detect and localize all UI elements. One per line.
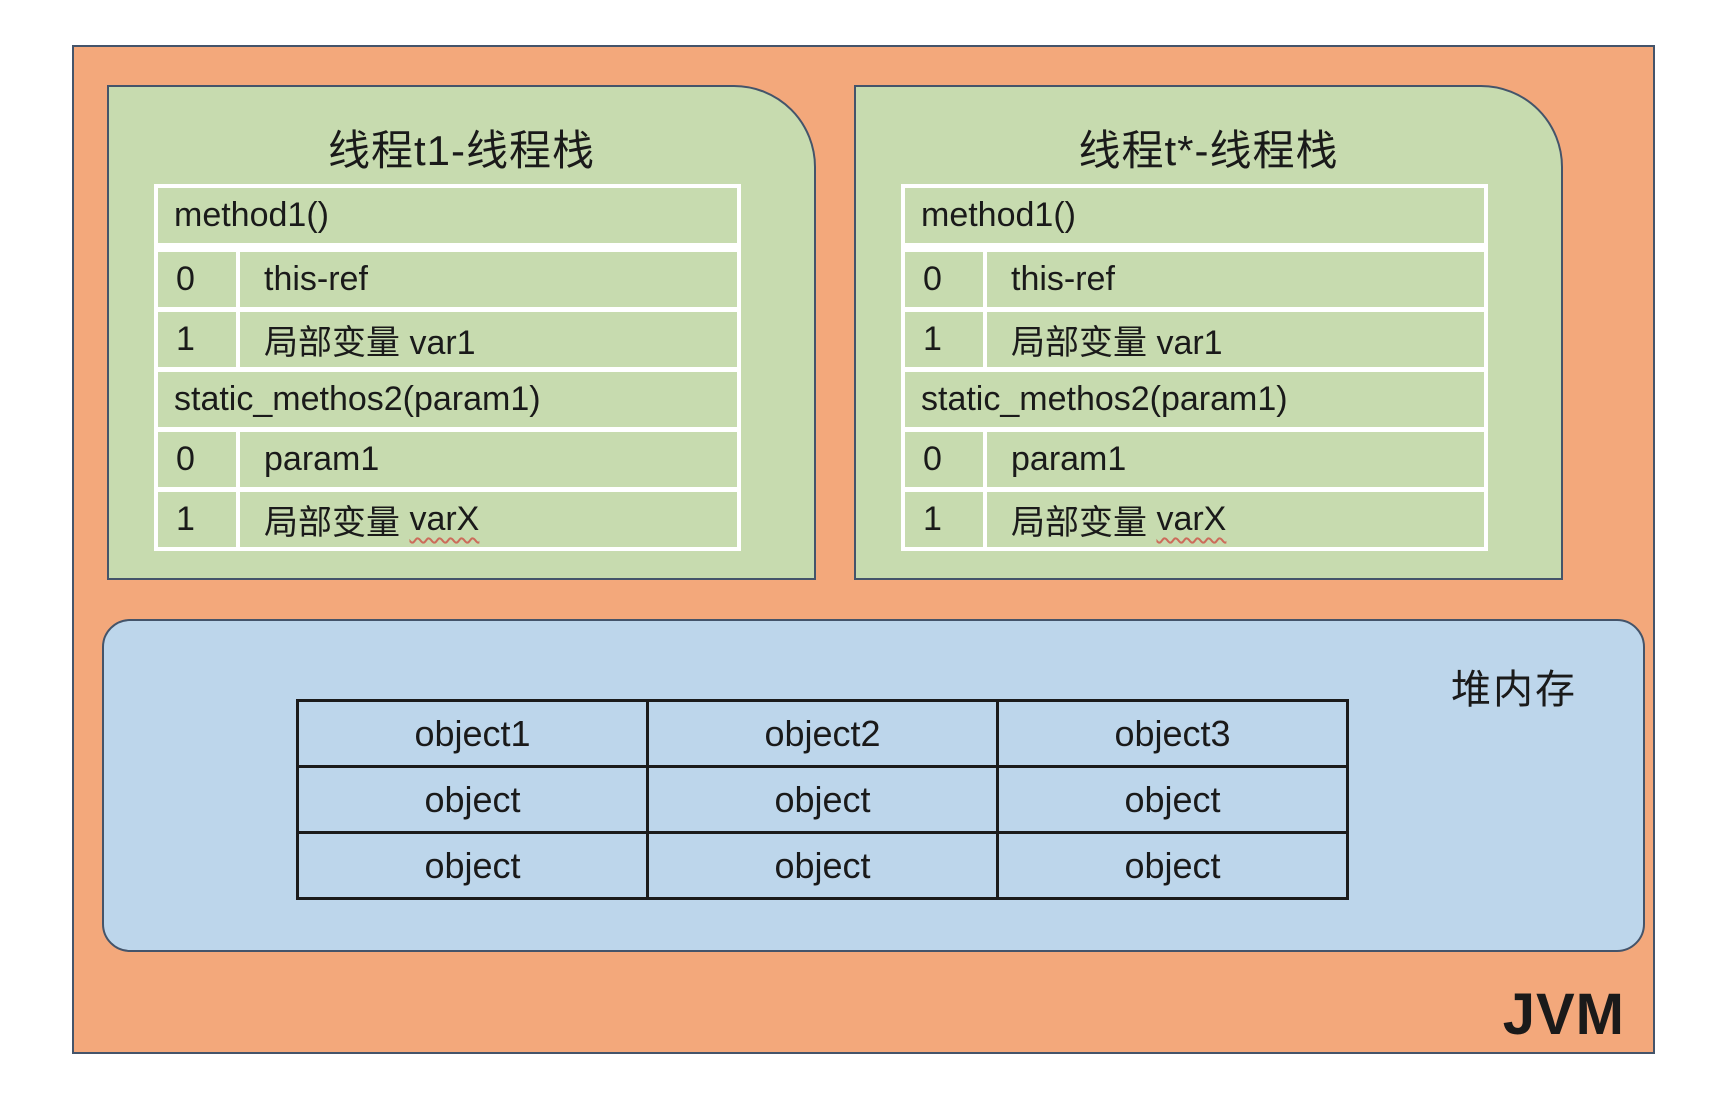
local-slot-row: 0 this-ref xyxy=(158,252,737,307)
slot-index: 0 xyxy=(905,432,983,487)
local-slot-row: 0 param1 xyxy=(158,432,737,487)
thread-stack-tstar-title: 线程t*-线程栈 xyxy=(1078,127,1339,174)
slot-index: 1 xyxy=(905,492,983,547)
slot-value-text: this-ref xyxy=(264,260,368,298)
slot-index: 1 xyxy=(905,312,983,367)
heap-cell: object xyxy=(296,765,649,834)
slot-value-text: 局部变量 xyxy=(1011,504,1157,542)
slot-value-text: 局部变量 var1 xyxy=(264,324,476,362)
slot-value-text: 局部变量 xyxy=(264,504,410,542)
heap-object-table: object1 object2 object3 object object ob… xyxy=(296,699,1349,900)
heap-cell: object1 xyxy=(296,699,649,768)
heap-cell: object xyxy=(646,831,999,900)
heap-cell: object xyxy=(296,831,649,900)
slot-value: this-ref xyxy=(240,252,737,307)
heap-cell: object3 xyxy=(996,699,1349,768)
slot-value: this-ref xyxy=(987,252,1484,307)
method-frame-label: static_methos2(param1) xyxy=(921,380,1288,418)
slot-value: 局部变量 varX xyxy=(987,492,1484,547)
slot-value-text: param1 xyxy=(1011,440,1127,478)
thread-stack-t1-title: 线程t1-线程栈 xyxy=(327,127,595,174)
heap-table-row: object object object xyxy=(296,831,1349,900)
method-frame-row: method1() xyxy=(905,188,1484,243)
method-frame-row: static_methos2(param1) xyxy=(158,372,737,427)
heap-cell: object2 xyxy=(646,699,999,768)
heap-memory-box: 堆内存 object1 object2 object3 object objec… xyxy=(102,619,1645,952)
thread-stack-tstar-frame-table: method1() 0 this-ref 1 局部变量 var1 static_… xyxy=(901,184,1488,551)
local-slot-row: 1 局部变量 varX xyxy=(158,492,737,547)
slot-value-text: param1 xyxy=(264,440,380,478)
method-frame-row: static_methos2(param1) xyxy=(905,372,1484,427)
jvm-caption: JVM xyxy=(1502,982,1625,1047)
thread-stack-t1-box: 线程t1-线程栈 method1() 0 this-ref 1 局部变量 var… xyxy=(107,85,816,580)
local-slot-row: 1 局部变量 var1 xyxy=(905,312,1484,367)
heap-table-header-row: object1 object2 object3 xyxy=(296,699,1349,768)
heap-table-row: object object object xyxy=(296,765,1349,834)
jvm-container: 线程t1-线程栈 method1() 0 this-ref 1 局部变量 var… xyxy=(72,45,1655,1054)
slot-value-text: 局部变量 var1 xyxy=(1011,324,1223,362)
thread-stack-t1-frame-table: method1() 0 this-ref 1 局部变量 var1 static_… xyxy=(154,184,741,551)
local-slot-row: 1 局部变量 varX xyxy=(905,492,1484,547)
slot-value: param1 xyxy=(987,432,1484,487)
slot-index: 1 xyxy=(158,312,236,367)
slot-index: 0 xyxy=(158,432,236,487)
slot-index: 1 xyxy=(158,492,236,547)
slot-value: 局部变量 var1 xyxy=(240,312,737,367)
local-slot-row: 0 param1 xyxy=(905,432,1484,487)
method-frame-row: method1() xyxy=(158,188,737,243)
thread-stack-tstar-box: 线程t*-线程栈 method1() 0 this-ref 1 局部变量 var… xyxy=(854,85,1563,580)
slot-index: 0 xyxy=(905,252,983,307)
heap-cell: object xyxy=(996,831,1349,900)
slot-value-misspelled-word: varX xyxy=(409,500,480,538)
heap-memory-label: 堆内存 xyxy=(1451,668,1577,712)
heap-cell: object xyxy=(646,765,999,834)
slot-index: 0 xyxy=(158,252,236,307)
method-frame-label: method1() xyxy=(174,196,329,234)
local-slot-row: 1 局部变量 var1 xyxy=(158,312,737,367)
slot-value: 局部变量 var1 xyxy=(987,312,1484,367)
local-slot-row: 0 this-ref xyxy=(905,252,1484,307)
method-frame-label: static_methos2(param1) xyxy=(174,380,541,418)
slot-value-misspelled-word: varX xyxy=(1156,500,1227,538)
slot-value: param1 xyxy=(240,432,737,487)
slot-value-text: this-ref xyxy=(1011,260,1115,298)
method-frame-label: method1() xyxy=(921,196,1076,234)
heap-cell: object xyxy=(996,765,1349,834)
slot-value: 局部变量 varX xyxy=(240,492,737,547)
